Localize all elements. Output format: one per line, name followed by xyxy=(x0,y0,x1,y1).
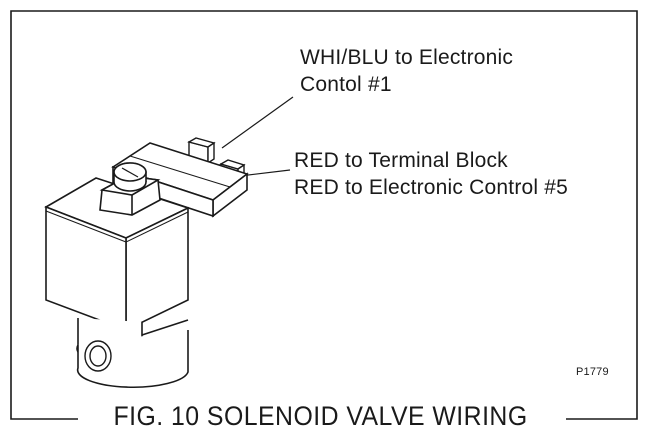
port-hole xyxy=(84,340,112,372)
figure-border xyxy=(10,10,638,420)
callout-whi-blu-line-2: Contol #1 xyxy=(300,73,392,96)
leader-line-whi-blu xyxy=(221,96,294,149)
top-nut xyxy=(99,162,161,216)
figure-caption: FIG. 10 SOLENOID VALVE WIRING xyxy=(108,401,534,432)
leader-line-red xyxy=(239,169,291,177)
callout-red-line-1: RED to Terminal Block xyxy=(294,149,508,172)
callout-red-line-2: RED to Electronic Control #5 xyxy=(294,176,569,199)
callout-whi-blu: WHI/BLU to Electronic Contol #1 xyxy=(300,44,513,98)
callout-whi-blu-line-1: WHI/BLU to Electronic xyxy=(300,46,514,69)
figure-reference: P1779 xyxy=(576,366,609,378)
terminal-cap xyxy=(111,142,249,218)
callout-red: RED to Terminal Block RED to Electronic … xyxy=(294,147,568,201)
